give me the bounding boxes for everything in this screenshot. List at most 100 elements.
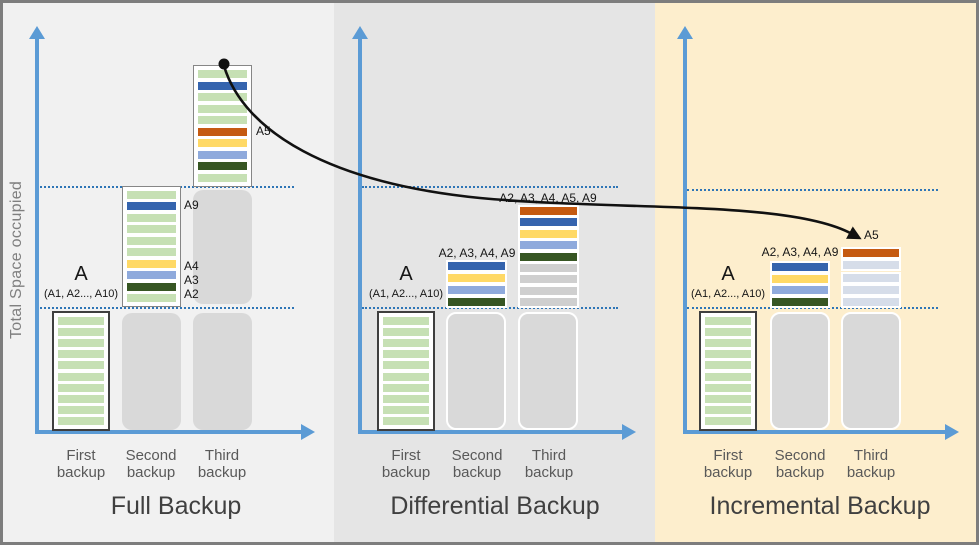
block-stripe-green [383, 405, 429, 414]
block-stripe-green [58, 317, 104, 325]
block-stripe-darkgreen [520, 252, 577, 261]
block-stripe-green [705, 317, 751, 325]
tick-third-backup: Third backup [846, 447, 896, 481]
x-axis [35, 430, 301, 434]
block-stripe-green [383, 394, 429, 403]
dotted-guideline [687, 307, 938, 309]
stack-label-third: A5 [864, 228, 879, 242]
block-stripe-blue [448, 262, 505, 270]
stack-second-backup [448, 262, 505, 306]
x-axis-arrow-icon [945, 424, 959, 440]
block-stripe-yellow [127, 259, 176, 268]
block-stripe-green [58, 339, 104, 348]
block-stripe-yellow [448, 274, 505, 282]
block-stripe-green [127, 225, 176, 234]
block-stripe-green [383, 317, 429, 325]
block-stripe-green [705, 405, 751, 414]
block-stripe-orange [520, 207, 577, 215]
ghost-block [122, 313, 181, 430]
dataset-label: A [399, 263, 413, 285]
dotted-guideline [687, 189, 938, 191]
block-stripe-green [127, 213, 176, 222]
block-stripe-green [127, 293, 176, 302]
dataset-contents-label: (A1, A2..., A10) [691, 288, 765, 300]
block-stripe-green [705, 394, 751, 403]
block-stripe-lightblue [520, 241, 577, 250]
block-stripe-yellow [520, 229, 577, 238]
tick-first-backup: First backup [56, 447, 106, 481]
stack-label-second: A2, A3, A4, A9 [438, 246, 516, 260]
block-stripe-green [705, 416, 751, 425]
block-stripe-yellow [772, 274, 828, 283]
dotted-guideline [362, 307, 618, 309]
annotation-a2: A2 [184, 287, 199, 301]
block-stripe-green [383, 383, 429, 392]
block-stripe-green [58, 394, 104, 403]
x-axis-arrow-icon [622, 424, 636, 440]
y-axis-arrow-icon [29, 26, 45, 39]
block-stripe-darkgreen [198, 162, 247, 171]
dataset-contents-label: (A1, A2..., A10) [369, 288, 443, 300]
block-stripe-green [383, 350, 429, 359]
ghost-block [193, 190, 252, 304]
stack-label-third: A2, A3, A4, A5, A9 [499, 191, 597, 205]
block-stripe-green [705, 361, 751, 370]
block-stripe-green [705, 383, 751, 392]
bar-second-backup [122, 186, 181, 307]
stack-label-second: A2, A3, A4, A9 [761, 245, 839, 259]
tick-second-backup: Second backup [451, 447, 503, 481]
block-stripe-orange [843, 249, 899, 257]
annotation-a9: A9 [184, 198, 199, 212]
y-axis-arrow-icon [352, 26, 368, 39]
x-axis [358, 430, 622, 434]
y-axis-label: Total Space occupied [8, 180, 25, 340]
block-stripe-green [198, 173, 247, 182]
bar-first-backup [377, 311, 435, 431]
x-axis [683, 430, 945, 434]
y-axis [35, 38, 39, 434]
ghost-block [841, 312, 901, 430]
block-stripe-blue [198, 81, 247, 90]
block-stripe-green [58, 361, 104, 370]
annotation-a4: A4 [184, 259, 199, 273]
tick-first-backup: First backup [381, 447, 431, 481]
panel-title-full: Full Backup [110, 492, 242, 520]
x-axis-arrow-icon [301, 424, 315, 440]
block-stripe-darkgreen [448, 298, 505, 306]
stack-third-backup [520, 207, 577, 306]
block-stripe-gray [520, 275, 577, 284]
stack-second-backup [772, 263, 828, 306]
bar-first-backup [699, 311, 757, 431]
bar-third-backup [193, 65, 252, 187]
block-stripe-lightblue [448, 286, 505, 294]
block-stripe-green [383, 328, 429, 337]
tick-third-backup: Third backup [524, 447, 574, 481]
block-stripe-gray [520, 298, 577, 306]
block-stripe-lightblue [198, 150, 247, 159]
ghost-block [193, 313, 252, 430]
block-stripe-green [58, 350, 104, 359]
y-axis [683, 38, 687, 434]
block-stripe-green [705, 372, 751, 381]
block-stripe-paleblue [843, 298, 899, 306]
block-stripe-green [383, 361, 429, 370]
block-stripe-green [383, 372, 429, 381]
block-stripe-green [383, 339, 429, 348]
tick-third-backup: Third backup [197, 447, 247, 481]
block-stripe-yellow [198, 139, 247, 148]
dataset-label: A [721, 263, 735, 285]
block-stripe-green [58, 405, 104, 414]
block-stripe-green [198, 70, 247, 78]
block-stripe-green [58, 372, 104, 381]
panel-title-differential: Differential Backup [390, 492, 600, 520]
ghost-block [518, 312, 578, 430]
dataset-label: A [74, 263, 88, 285]
stack-third-backup [843, 249, 899, 306]
block-stripe-lightblue [772, 286, 828, 295]
block-stripe-darkgreen [772, 297, 828, 306]
block-stripe-green [383, 416, 429, 425]
y-axis [358, 38, 362, 434]
block-stripe-green [58, 383, 104, 392]
ghost-block [770, 312, 830, 430]
block-stripe-green [58, 416, 104, 425]
